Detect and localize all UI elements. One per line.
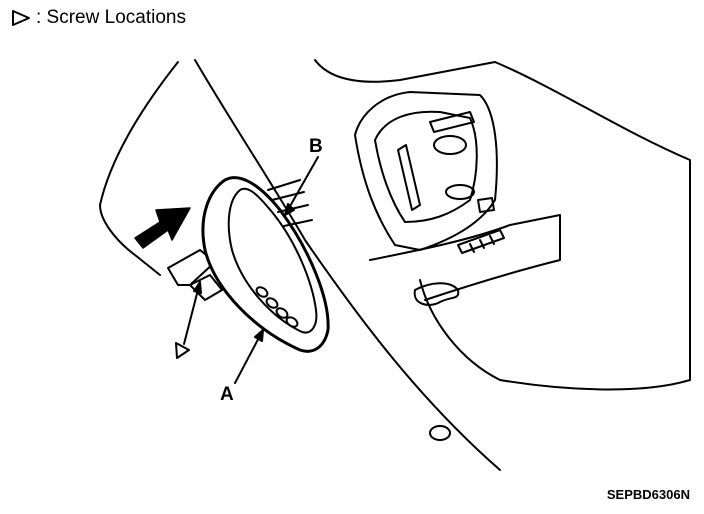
dome-light-switch-left	[397, 144, 421, 211]
dome-light-housing	[354, 91, 498, 251]
headliner-panel-outline	[99, 61, 179, 276]
dome-light-bulb-lower	[445, 184, 475, 200]
dome-light-switch-right	[477, 197, 495, 213]
dome-light-bulb-upper	[433, 135, 467, 155]
open-triangle-icon	[10, 8, 32, 28]
mirror-mount-base	[167, 249, 216, 286]
overhead-console-outline	[314, 59, 691, 391]
headliner-panel-edge	[194, 59, 501, 471]
screw-location-legend: : Screw Locations	[10, 6, 186, 30]
console-vent	[457, 229, 505, 254]
screw-location-triangle-icon	[175, 342, 190, 359]
callout-b-arrowhead	[284, 203, 295, 216]
mirror-housing	[201, 176, 330, 353]
mirror-mount-stem	[189, 274, 223, 301]
mirror-glass	[227, 187, 318, 334]
console-inner-edge	[369, 214, 561, 301]
direction-arrow	[134, 207, 191, 249]
callout-a-arrowhead	[254, 329, 264, 342]
console-clip	[413, 282, 460, 306]
figure-reference-code: SEPBD6306N	[606, 487, 690, 502]
mirror-buttons	[255, 286, 299, 328]
screw-location-arrowhead	[193, 281, 202, 294]
callout-label-a: A	[220, 384, 234, 405]
panel-hole	[429, 425, 451, 441]
dome-light-lens	[374, 110, 478, 223]
dome-light-slot	[429, 111, 475, 133]
legend-text: : Screw Locations	[36, 7, 186, 28]
mirror-cover-slats	[267, 179, 313, 227]
callout-label-b: B	[309, 136, 323, 157]
